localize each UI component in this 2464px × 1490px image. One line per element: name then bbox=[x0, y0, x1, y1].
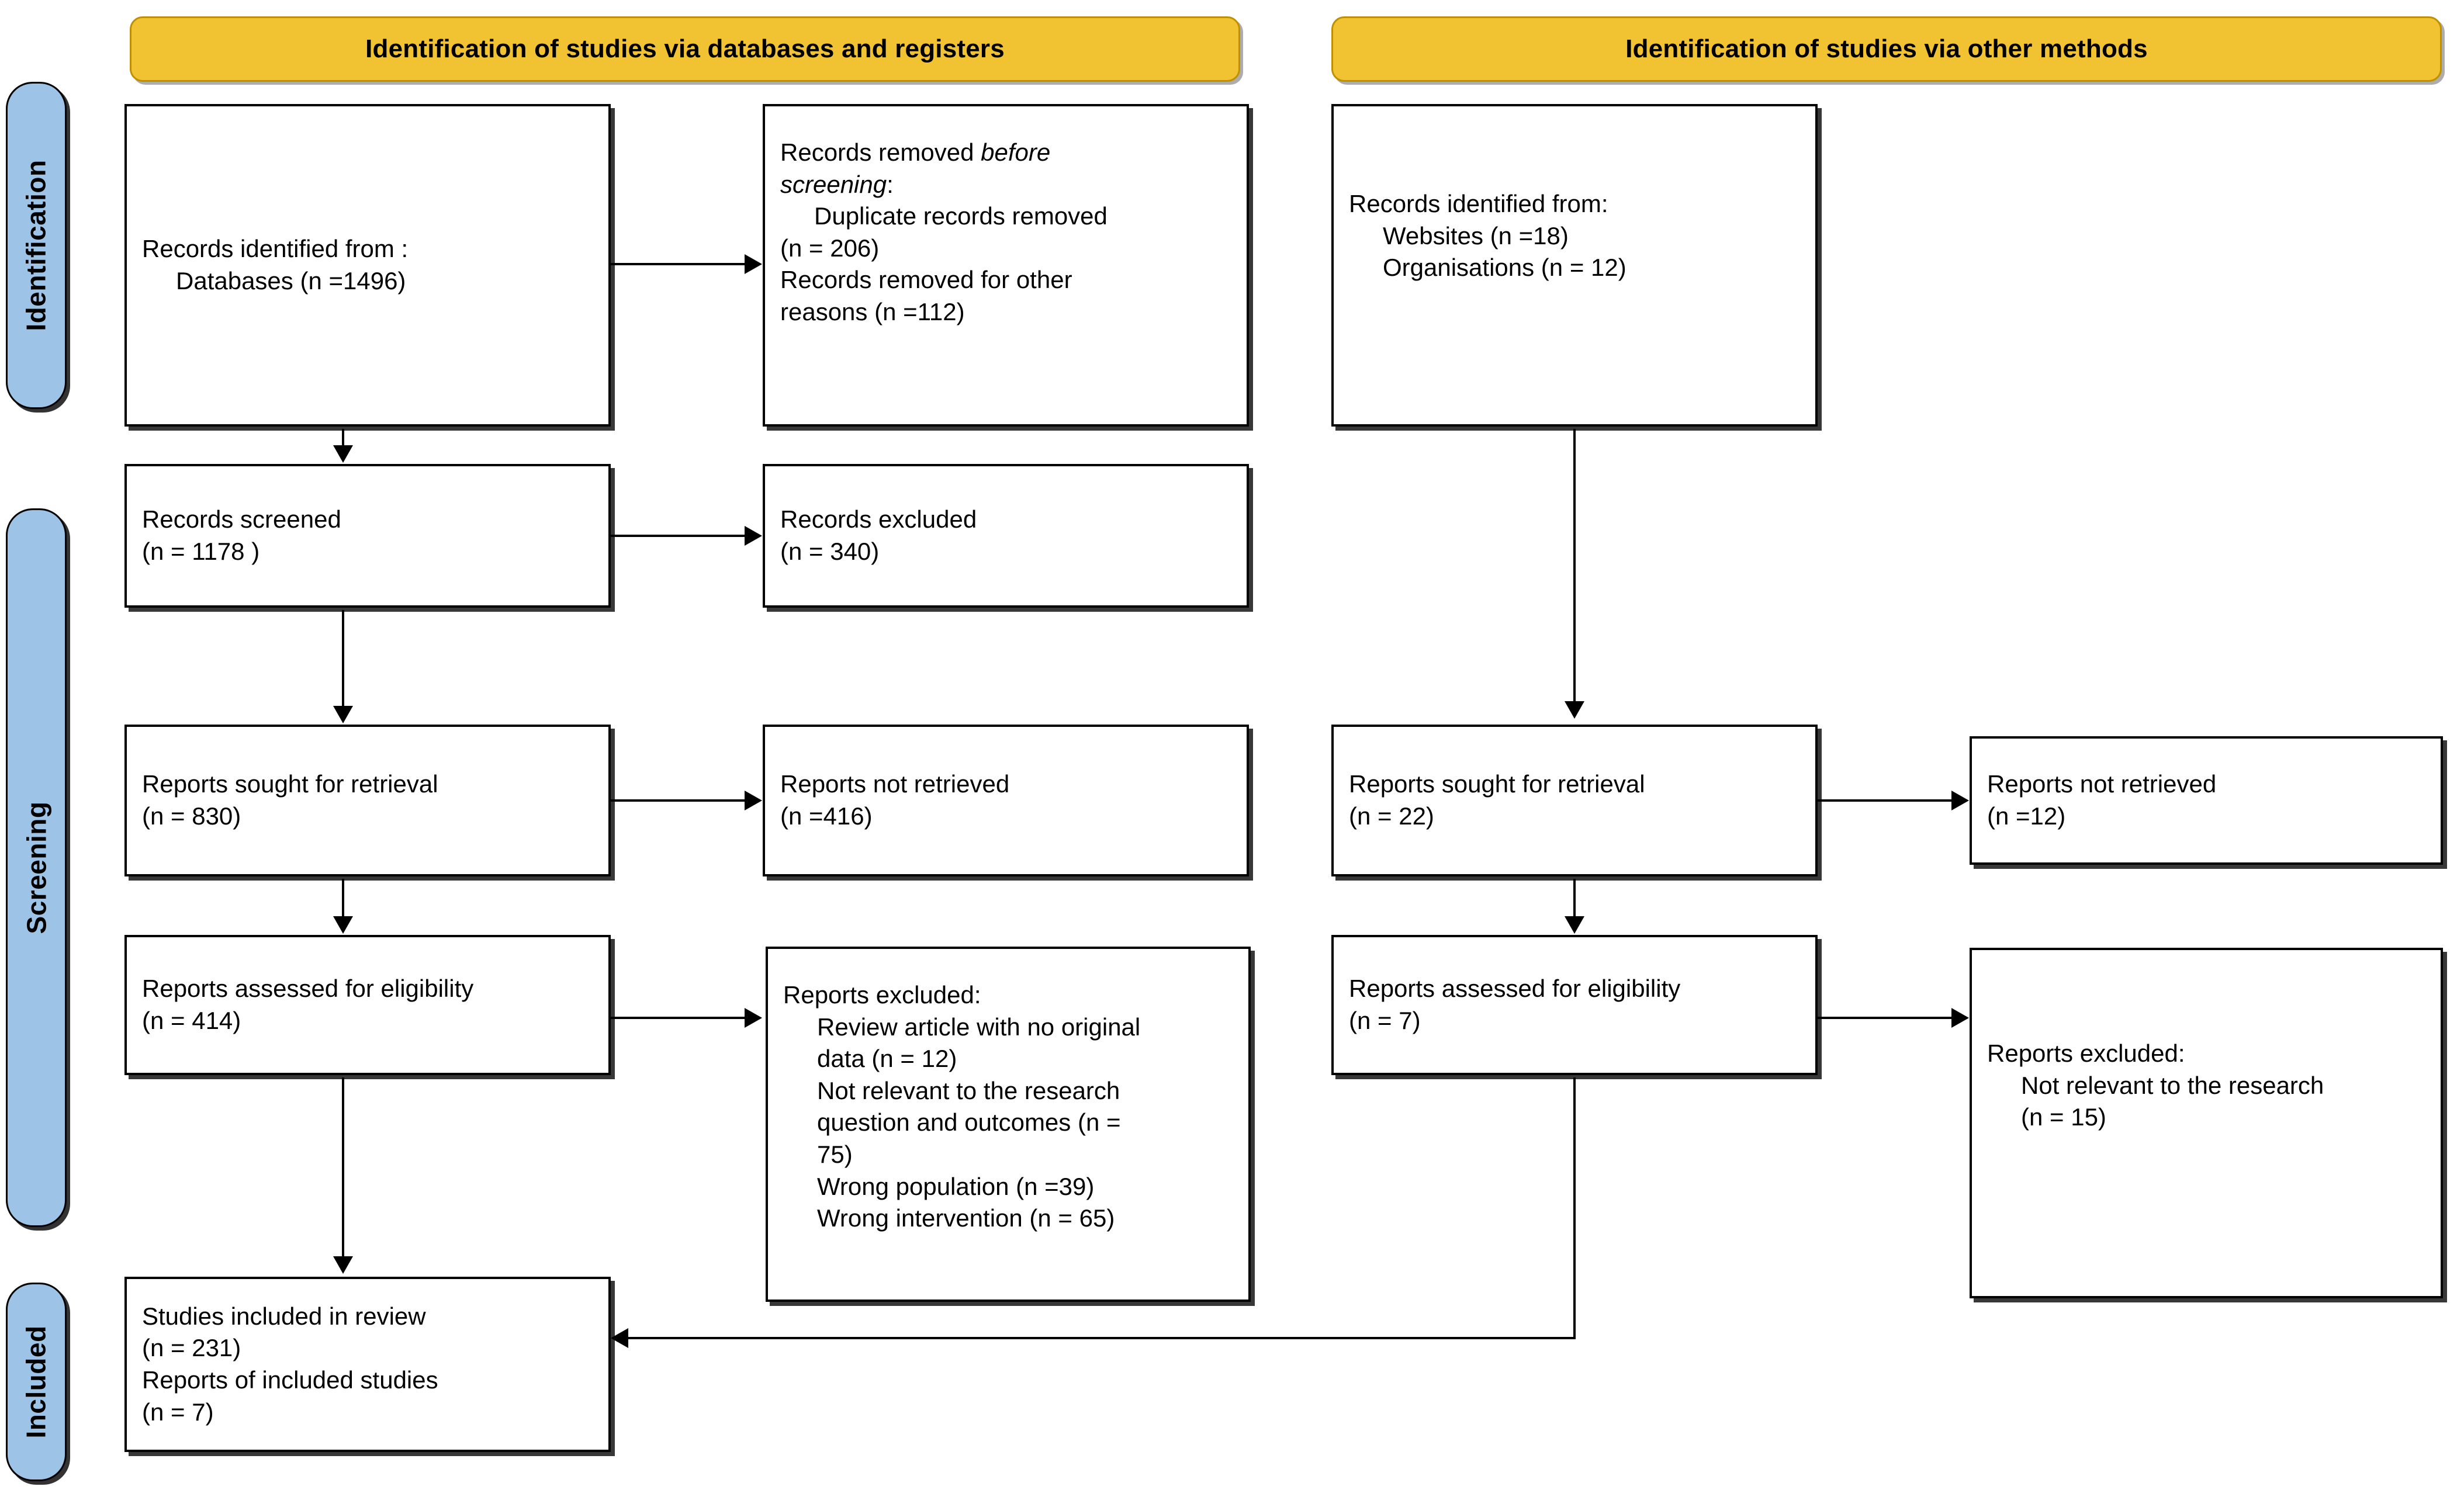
stage-label-identification: Identification bbox=[6, 82, 67, 409]
stage-label-screening: Screening bbox=[6, 508, 67, 1227]
arrowhead-assessed-to-included bbox=[333, 1256, 353, 1274]
arrowhead-identified-other-to-sought-other bbox=[1565, 701, 1584, 719]
box-reports-excluded-other: Reports excluded: Not relevant to the re… bbox=[1970, 948, 2443, 1298]
box-reports-assessed-line-2: (n = 414) bbox=[142, 1007, 241, 1034]
box-records-identified-other-line-1: Records identified from: bbox=[1349, 190, 1608, 217]
box-records-identified-other-line-3: Organisations (n = 12) bbox=[1383, 254, 1626, 282]
box-reports-sought: Reports sought for retrieval (n = 830) bbox=[124, 725, 611, 876]
box-records-identified-line-2: Databases (n =1496) bbox=[176, 267, 406, 294]
box-reports-sought-line-2: (n = 830) bbox=[142, 802, 241, 830]
connector-sought-other-to-not-retrieved-other bbox=[1818, 799, 1952, 802]
box-reports-excluded-line-6: 75) bbox=[817, 1140, 853, 1168]
box-records-identified-other-line-2: Websites (n =18) bbox=[1383, 221, 1569, 250]
arrowhead-other-to-included bbox=[611, 1328, 628, 1348]
connector-assessed-other-to-excluded-other bbox=[1818, 1017, 1952, 1019]
box-reports-sought-line-1: Reports sought for retrieval bbox=[142, 770, 438, 798]
connector-identified-to-screened bbox=[342, 429, 344, 448]
box-reports-assessed-other: Reports assessed for eligibility (n = 7) bbox=[1331, 935, 1818, 1075]
box-reports-excluded-other-line-3: (n = 15) bbox=[2021, 1103, 2106, 1131]
box-reports-excluded-other-line-2: Not relevant to the research bbox=[2021, 1071, 2324, 1099]
arrowhead-identified-to-removed bbox=[745, 254, 762, 274]
arrowhead-sought-other-to-assessed-other bbox=[1565, 916, 1584, 934]
box-reports-not-retrieved-other: Reports not retrieved (n =12) bbox=[1970, 736, 2443, 865]
box-reports-not-retrieved: Reports not retrieved (n =416) bbox=[763, 725, 1249, 876]
box-records-removed-line-1: Records removed before bbox=[780, 138, 1051, 166]
box-reports-assessed: Reports assessed for eligibility (n = 41… bbox=[124, 935, 611, 1075]
connector-sought-to-assessed bbox=[342, 879, 344, 919]
stage-label-screening-text: Screening bbox=[21, 801, 52, 934]
box-reports-assessed-other-line-2: (n = 7) bbox=[1349, 1007, 1421, 1034]
connector-sought-to-not-retrieved bbox=[611, 799, 745, 802]
box-records-screened-line-1: Records screened bbox=[142, 505, 341, 533]
box-reports-assessed-line-1: Reports assessed for eligibility bbox=[142, 975, 474, 1003]
arrowhead-assessed-to-excluded bbox=[745, 1008, 762, 1028]
box-records-screened: Records screened (n = 1178 ) bbox=[124, 464, 611, 608]
box-reports-not-retrieved-line-2: (n =416) bbox=[780, 802, 873, 830]
box-reports-excluded-other-line-1: Reports excluded: bbox=[1987, 1039, 2185, 1067]
box-records-identified-other: Records identified from: Websites (n =18… bbox=[1331, 104, 1818, 427]
box-reports-excluded-line-4: Not relevant to the research bbox=[817, 1076, 1120, 1104]
arrowhead-sought-other-to-not-retrieved-other bbox=[1951, 791, 1969, 810]
box-records-removed-line-4: (n = 206) bbox=[780, 234, 880, 262]
arrowhead-identified-to-screened bbox=[333, 445, 353, 463]
arrowhead-sought-to-not-retrieved bbox=[745, 791, 762, 810]
arrowhead-sought-to-assessed bbox=[333, 916, 353, 934]
connector-assessed-to-included bbox=[342, 1077, 344, 1259]
box-records-removed-line-2: screening: bbox=[780, 170, 894, 198]
box-records-identified-line-1: Records identified from : bbox=[142, 235, 409, 263]
box-reports-assessed-other-line-1: Reports assessed for eligibility bbox=[1349, 975, 1681, 1003]
box-records-identified: Records identified from : Databases (n =… bbox=[124, 104, 611, 427]
connector-assessed-to-excluded bbox=[611, 1017, 745, 1019]
box-studies-included-line-1: Studies included in review bbox=[142, 1302, 426, 1330]
connector-identified-other-to-sought-other bbox=[1573, 429, 1576, 704]
section-header-other-methods-title: Identification of studies via other meth… bbox=[1625, 34, 2148, 63]
connector-screened-to-excluded bbox=[611, 535, 745, 537]
box-reports-not-retrieved-other-line-2: (n =12) bbox=[1987, 802, 2066, 830]
box-reports-excluded-line-8: Wrong intervention (n = 65) bbox=[817, 1204, 1115, 1232]
box-studies-included-line-4: (n = 7) bbox=[142, 1398, 214, 1426]
box-reports-sought-other: Reports sought for retrieval (n = 22) bbox=[1331, 725, 1818, 876]
arrowhead-assessed-other-to-excluded-other bbox=[1951, 1008, 1969, 1028]
box-reports-excluded-line-7: Wrong population (n =39) bbox=[817, 1172, 1095, 1200]
arrowhead-screened-to-excluded bbox=[745, 526, 762, 546]
section-header-other-methods: Identification of studies via other meth… bbox=[1331, 16, 2442, 82]
section-header-databases: Identification of studies via databases … bbox=[130, 16, 1240, 82]
box-studies-included-line-2: (n = 231) bbox=[142, 1334, 241, 1362]
connector-identified-to-removed bbox=[611, 263, 745, 265]
stage-label-included: Included bbox=[6, 1283, 67, 1481]
box-reports-sought-other-line-1: Reports sought for retrieval bbox=[1349, 770, 1645, 798]
section-header-databases-title: Identification of studies via databases … bbox=[365, 34, 1005, 63]
connector-other-to-included-vertical bbox=[1573, 1077, 1576, 1339]
connector-sought-other-to-assessed-other bbox=[1573, 879, 1576, 919]
connector-screened-to-sought bbox=[342, 610, 344, 708]
box-records-removed-line-6: reasons (n =112) bbox=[780, 297, 965, 325]
box-reports-not-retrieved-other-line-1: Reports not retrieved bbox=[1987, 770, 2217, 798]
connector-other-to-included-horizontal bbox=[628, 1337, 1576, 1339]
box-records-excluded: Records excluded (n = 340) bbox=[763, 464, 1249, 608]
box-records-screened-line-2: (n = 1178 ) bbox=[142, 538, 260, 565]
box-reports-sought-other-line-2: (n = 22) bbox=[1349, 802, 1434, 830]
box-records-excluded-line-1: Records excluded bbox=[780, 505, 977, 533]
box-records-excluded-line-2: (n = 340) bbox=[780, 538, 880, 565]
box-reports-excluded-line-5: question and outcomes (n = bbox=[817, 1108, 1121, 1136]
stage-label-identification-text: Identification bbox=[21, 160, 52, 331]
box-studies-included-line-3: Reports of included studies bbox=[142, 1366, 438, 1394]
box-records-removed-before-screening: Records removed before screening: Duplic… bbox=[763, 104, 1249, 427]
stage-label-included-text: Included bbox=[21, 1325, 51, 1439]
box-reports-excluded-line-2: Review article with no original bbox=[817, 1013, 1141, 1041]
box-reports-excluded-line-3: data (n = 12) bbox=[817, 1045, 957, 1073]
box-records-removed-line-3: Duplicate records removed bbox=[814, 202, 1108, 230]
box-reports-not-retrieved-line-1: Reports not retrieved bbox=[780, 770, 1010, 798]
arrowhead-screened-to-sought bbox=[333, 706, 353, 723]
box-reports-excluded-line-1: Reports excluded: bbox=[783, 981, 981, 1009]
box-records-removed-line-5: Records removed for other bbox=[780, 266, 1072, 294]
box-reports-excluded: Reports excluded: Review article with no… bbox=[766, 947, 1251, 1302]
box-studies-included: Studies included in review (n = 231) Rep… bbox=[124, 1277, 611, 1452]
